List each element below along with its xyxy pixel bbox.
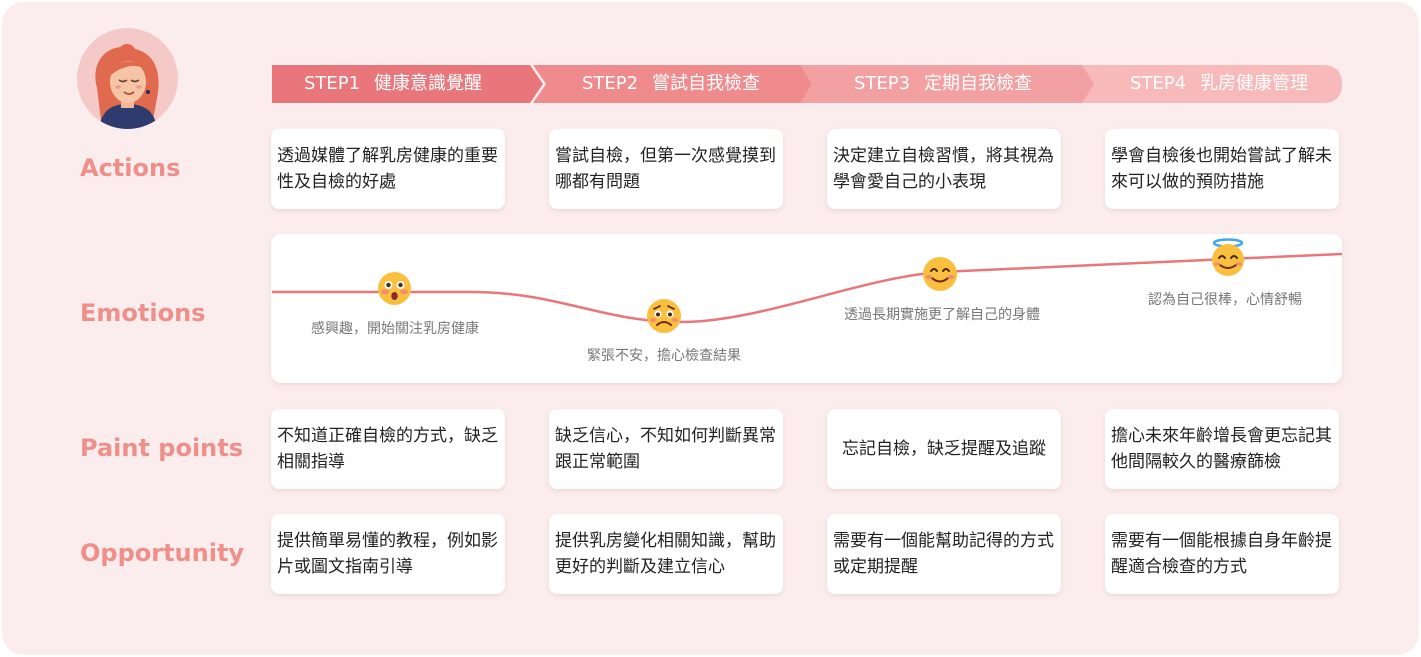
emotion-label-1: 感興趣，開始關注乳房健康	[311, 321, 479, 337]
opportunity-card-3: 需要有一個能幫助記得的方式或定期提醒	[827, 514, 1061, 594]
smiling-face-icon	[923, 257, 957, 291]
step-1-title: 健康意識覺醒	[374, 73, 483, 94]
action-text-2: 嘗試自檢，但第一次感覺摸到哪都有問題	[555, 146, 776, 192]
opportunity-card-2: 提供乳房變化相關知識，幫助更好的判斷及建立信心	[549, 514, 783, 594]
step-3-title: 定期自我檢查	[924, 73, 1033, 94]
emotion-label-2: 緊張不安，擔心檢查結果	[587, 348, 741, 364]
action-card-1: 透過媒體了解乳房健康的重要性及自檢的好處	[271, 129, 505, 209]
pain-card-2: 缺乏信心，不知如何判斷異常跟正常範圍	[549, 409, 783, 489]
step-2-num: STEP2	[581, 73, 639, 94]
emotion-label-3: 透過長期實施更了解自己的身體	[844, 307, 1040, 323]
step-2-label: STEP2 嘗試自我檢查	[546, 65, 796, 103]
pain-card-3: 忘記自檢，缺乏提醒及追蹤	[827, 409, 1061, 489]
row-label-pain-points: Paint points	[80, 434, 244, 462]
pain-text-2: 缺乏信心，不知如何判斷異常跟正常範圍	[555, 426, 776, 472]
pain-card-4: 擔心未來年齡增長會更忘記其他間隔較久的醫療篩檢	[1105, 409, 1339, 489]
pain-text-4: 擔心未來年齡增長會更忘記其他間隔較久的醫療篩檢	[1111, 426, 1332, 472]
pain-text-3: 忘記自檢，缺乏提醒及追蹤	[842, 439, 1046, 459]
surprised-face-icon	[378, 272, 411, 305]
row-label-emotions: Emotions	[80, 299, 206, 327]
step-3-label: STEP3 定期自我檢查	[812, 65, 1074, 103]
step-3-chevron	[800, 65, 1098, 103]
opportunity-text-2: 提供乳房變化相關知識，幫助更好的判斷及建立信心	[555, 531, 776, 577]
action-card-4: 學會自檢後也開始嘗試了解未來可以做的預防措施	[1105, 129, 1339, 209]
emotion-label-4: 認為自己很棒，心情舒暢	[1148, 292, 1302, 308]
row-label-opportunity: Opportunity	[80, 539, 245, 567]
pain-card-1: 不知道正確自檢的方式，缺乏相關指導	[271, 409, 505, 489]
step-4-num: STEP4	[1129, 73, 1187, 94]
action-card-2: 嘗試自檢，但第一次感覺摸到哪都有問題	[549, 129, 783, 209]
step-4-label: STEP4 乳房健康管理	[1094, 65, 1344, 103]
worried-face-icon	[647, 299, 681, 333]
emotion-curve-line	[272, 252, 1343, 324]
step-2-chevron	[533, 65, 818, 103]
woman-avatar-icon	[77, 28, 178, 129]
action-card-3: 決定建立自檢習慣，將其視為學會愛自己的小表現	[827, 129, 1061, 209]
opportunity-text-1: 提供簡單易懂的教程，例如影片或圖文指南引導	[277, 531, 498, 577]
step-1-num: STEP1	[303, 73, 361, 94]
opportunity-card-1: 提供簡單易懂的教程，例如影片或圖文指南引導	[271, 514, 505, 594]
step-2-title: 嘗試自我檢查	[652, 73, 761, 94]
step-1-label: STEP1 健康意識覺醒	[272, 65, 514, 103]
step-chevrons	[272, 65, 1342, 103]
halo-face-icon	[1212, 238, 1244, 276]
row-label-actions: Actions	[80, 154, 181, 182]
action-text-4: 學會自檢後也開始嘗試了解未來可以做的預防措施	[1111, 146, 1332, 192]
step-1-chevron	[272, 65, 543, 103]
pain-text-1: 不知道正確自檢的方式，缺乏相關指導	[277, 426, 498, 472]
action-text-3: 決定建立自檢習慣，將其視為學會愛自己的小表現	[833, 146, 1054, 192]
emotions-panel	[271, 234, 1342, 383]
step-4-title: 乳房健康管理	[1200, 73, 1309, 94]
opportunity-card-4: 需要有一個能根據自身年齡提醒適合檢查的方式	[1105, 514, 1339, 594]
opportunity-text-3: 需要有一個能幫助記得的方式或定期提醒	[833, 531, 1054, 577]
step-3-num: STEP3	[853, 73, 911, 94]
action-text-1: 透過媒體了解乳房健康的重要性及自檢的好處	[277, 146, 498, 192]
opportunity-text-4: 需要有一個能根據自身年齡提醒適合檢查的方式	[1111, 531, 1332, 577]
step-4-chevron	[1082, 65, 1342, 103]
